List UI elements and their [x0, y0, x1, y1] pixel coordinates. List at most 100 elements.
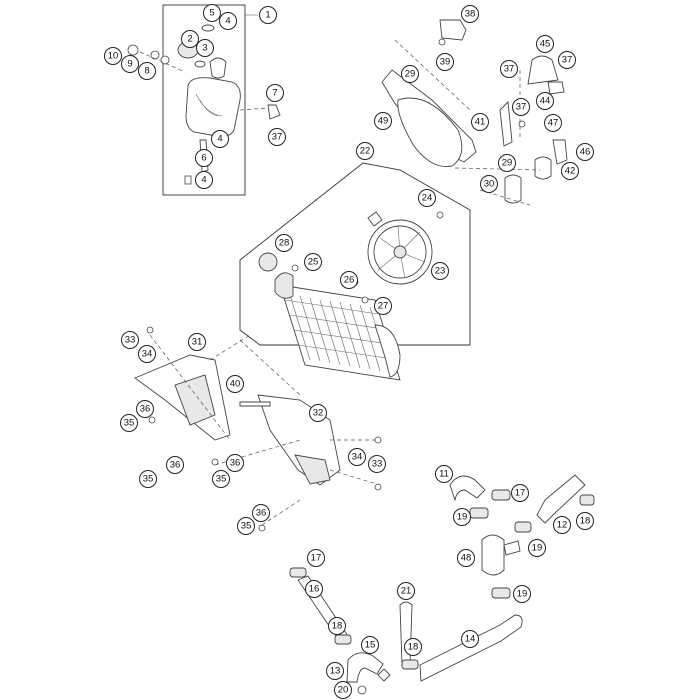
callout-36: 36: [226, 454, 244, 472]
callout-17: 17: [511, 484, 529, 502]
radiator-core: [274, 272, 401, 381]
seal-ring: [194, 60, 206, 68]
hose-12: [536, 474, 586, 524]
callout-label: 35: [216, 474, 227, 485]
callout-24: 24: [418, 189, 436, 207]
callout-18: 18: [576, 512, 594, 530]
callout-circle: [120, 414, 138, 432]
callout-label: 14: [465, 634, 476, 645]
callout-label: 4: [201, 175, 206, 186]
callout-35: 35: [139, 470, 157, 488]
callout-circle: [397, 582, 415, 600]
radiator-side-tank: [374, 324, 401, 378]
callout-circle: [401, 65, 419, 83]
damper-42: [534, 156, 552, 180]
callout-6: 6: [195, 149, 213, 167]
callout-label: 36: [230, 458, 241, 469]
callout-label: 12: [557, 520, 568, 531]
clip-46: [552, 139, 568, 165]
callout-circle: [368, 455, 386, 473]
cooling-fan: [367, 211, 433, 285]
callout-19: 19: [453, 508, 471, 526]
callout-label: 33: [125, 335, 136, 346]
radiator-filler-neck: [274, 272, 294, 299]
callout-label: 15: [365, 640, 376, 651]
callout-21: 21: [397, 582, 415, 600]
mount-bolt-10: [127, 44, 139, 56]
callout-label: 19: [532, 543, 543, 554]
callout-32: 32: [309, 404, 327, 422]
callout-22: 22: [356, 142, 374, 160]
callout-label: 42: [565, 166, 576, 177]
screw-27: [361, 296, 369, 304]
callout-35: 35: [212, 470, 230, 488]
callout-42: 42: [561, 162, 579, 180]
clamp-18a: [579, 494, 595, 506]
callout-23: 23: [431, 262, 449, 280]
callout-circle: [138, 62, 156, 80]
callout-circle: [259, 6, 277, 24]
callout-label: 35: [124, 418, 135, 429]
callout-circle: [219, 12, 237, 30]
callout-36: 36: [252, 504, 270, 522]
callout-circle: [576, 143, 594, 161]
assembly-frame-1: [162, 4, 246, 196]
clamp-19c: [491, 587, 511, 599]
callout-circle: [457, 549, 475, 567]
callout-label: 36: [170, 460, 181, 471]
callout-8: 8: [138, 62, 156, 80]
callout-label: 35: [143, 474, 154, 485]
callout-label: 19: [517, 589, 528, 600]
callout-circle: [121, 55, 139, 73]
callout-circle: [418, 189, 436, 207]
callout-37: 37: [268, 128, 286, 146]
callout-label: 32: [313, 408, 324, 419]
nut-24: [436, 211, 444, 219]
callout-36: 36: [166, 456, 184, 474]
fan-connector: [367, 211, 383, 227]
callout-9: 9: [121, 55, 139, 73]
callout-14: 14: [461, 630, 479, 648]
callout-circle: [136, 400, 154, 418]
callout-39: 39: [436, 53, 454, 71]
bracket-7: [267, 104, 281, 120]
callout-3: 3: [196, 39, 214, 57]
callout-label: 45: [540, 39, 551, 50]
callout-label: 31: [192, 337, 203, 348]
callout-37: 37: [500, 60, 518, 78]
callout-circle: [275, 234, 293, 252]
callout-circle: [453, 508, 471, 526]
callout-circle: [513, 585, 531, 603]
callout-4: 4: [219, 12, 237, 30]
cap-clip: [201, 24, 215, 32]
callout-34: 34: [348, 448, 366, 466]
callout-label: 34: [352, 452, 363, 463]
callout-35: 35: [237, 517, 255, 535]
callout-label: 33: [372, 459, 383, 470]
tank-neck: [209, 57, 227, 79]
nut-8: [160, 55, 170, 65]
callout-circle: [461, 5, 479, 23]
rod-40: [239, 401, 271, 407]
hose-clamp: [184, 175, 192, 185]
callout-circle: [431, 262, 449, 280]
callout-12: 12: [553, 516, 571, 534]
callout-label: 40: [230, 379, 241, 390]
washer-20: [357, 685, 367, 695]
callout-2: 2: [181, 30, 199, 48]
callout-label: 25: [308, 257, 319, 268]
callout-27: 27: [374, 297, 392, 315]
callout-label: 18: [580, 516, 591, 527]
expansion-tank-assembly: [127, 4, 281, 196]
callout-33: 33: [368, 455, 386, 473]
callout-19: 19: [513, 585, 531, 603]
callout-label: 6: [201, 153, 206, 164]
callout-label: 30: [484, 179, 495, 190]
guard-cover-49: [397, 97, 463, 168]
callout-circle: [576, 512, 594, 530]
callout-label: 19: [457, 512, 468, 523]
callout-circle: [480, 175, 498, 193]
strut-41: [499, 101, 513, 147]
callout-label: 3: [202, 43, 207, 54]
